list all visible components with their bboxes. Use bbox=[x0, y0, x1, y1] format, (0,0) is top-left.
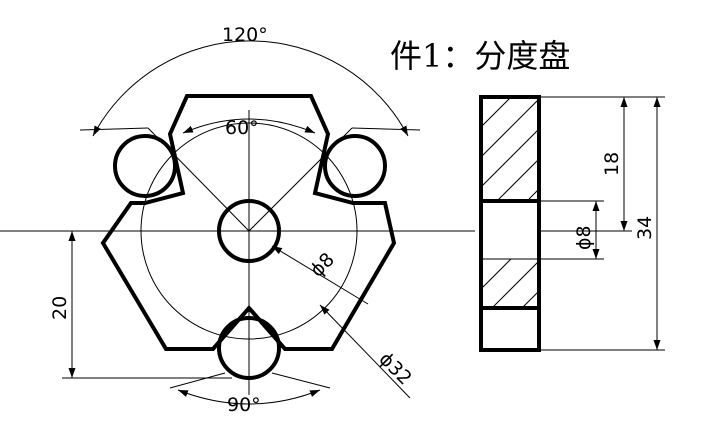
angle-label-60: 60° bbox=[225, 117, 259, 139]
dia-8-label: ϕ8 bbox=[306, 249, 339, 282]
drawing-title: 件1：分度盘 bbox=[390, 37, 570, 75]
center-hole bbox=[217, 199, 281, 263]
side-view: 18 34 ϕ8 bbox=[479, 95, 665, 352]
extension-line-120-right bbox=[351, 127, 421, 131]
dia-32-label: ϕ32 bbox=[374, 348, 416, 390]
indexing-plate-outline bbox=[100, 94, 397, 351]
pin-right bbox=[323, 134, 387, 198]
dimension-label-34: 34 bbox=[634, 216, 656, 240]
section-hatch-bottom bbox=[481, 259, 539, 308]
dimension-label-18: 18 bbox=[601, 152, 623, 176]
front-view: 120° 60° 90° ϕ8 ϕ32 20 bbox=[0, 24, 475, 416]
leader-dia-8 bbox=[271, 245, 369, 305]
dimension-label-hole-8: ϕ8 bbox=[573, 225, 595, 250]
angle-arc-60 bbox=[182, 118, 316, 134]
leader-dia-32 bbox=[319, 304, 411, 399]
section-hatch-top bbox=[481, 97, 539, 201]
dimension-label-20: 20 bbox=[49, 296, 71, 320]
pin-bottom bbox=[217, 316, 281, 380]
angle-arc-90 bbox=[177, 389, 321, 405]
extension-line-90-left bbox=[169, 372, 226, 389]
angle-arc-120 bbox=[92, 40, 409, 137]
side-view-outline bbox=[479, 95, 541, 352]
extension-line-120-left bbox=[79, 127, 149, 131]
angle-label-90: 90° bbox=[227, 394, 261, 416]
pin-left bbox=[113, 134, 177, 198]
angle-label-120: 120° bbox=[222, 24, 268, 46]
extension-line-90-right bbox=[271, 372, 331, 389]
reference-circle-32 bbox=[140, 122, 358, 340]
